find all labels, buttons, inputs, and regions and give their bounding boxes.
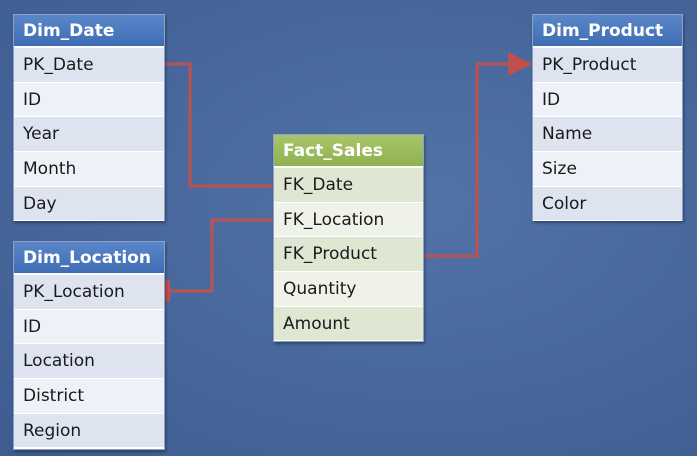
- field-id: ID: [14, 309, 164, 345]
- field-region: Region: [14, 413, 164, 449]
- table-fact-sales[interactable]: Fact_Sales FK_Date FK_Location FK_Produc…: [273, 134, 424, 342]
- field-id: ID: [14, 82, 164, 118]
- field-color: Color: [533, 186, 682, 222]
- field-location: Location: [14, 344, 164, 380]
- field-amount: Amount: [274, 306, 423, 342]
- field-district: District: [14, 379, 164, 414]
- field-list: PK_Product ID Name Size Color: [533, 48, 682, 222]
- field-name: Name: [533, 117, 682, 153]
- connector-fk-location-to-pk-location: [146, 218, 273, 303]
- table-title: Fact_Sales: [274, 135, 423, 168]
- field-fk-product: FK_Product: [274, 237, 423, 273]
- field-month: Month: [14, 152, 164, 187]
- field-year: Year: [14, 117, 164, 153]
- table-dim-date[interactable]: Dim_Date PK_Date ID Year Month Day: [13, 14, 165, 222]
- table-title: Dim_Product: [533, 15, 682, 48]
- field-quantity: Quantity: [274, 272, 423, 307]
- field-list: FK_Date FK_Location FK_Product Quantity …: [274, 168, 423, 342]
- field-id: ID: [533, 82, 682, 118]
- field-list: PK_Location ID Location District Region: [14, 275, 164, 449]
- table-dim-product[interactable]: Dim_Product PK_Product ID Name Size Colo…: [532, 14, 683, 222]
- field-fk-date: FK_Date: [274, 168, 423, 203]
- field-fk-location: FK_Location: [274, 202, 423, 238]
- field-day: Day: [14, 186, 164, 222]
- field-size: Size: [533, 152, 682, 187]
- table-dim-location[interactable]: Dim_Location PK_Location ID Location Dis…: [13, 241, 165, 450]
- field-pk-date: PK_Date: [14, 48, 164, 83]
- field-list: PK_Date ID Year Month Day: [14, 48, 164, 222]
- table-title: Dim_Date: [14, 15, 164, 48]
- table-title: Dim_Location: [14, 242, 164, 275]
- connector-fk-product-to-pk-product: [422, 52, 532, 258]
- field-pk-product: PK_Product: [533, 48, 682, 83]
- field-pk-location: PK_Location: [14, 275, 164, 310]
